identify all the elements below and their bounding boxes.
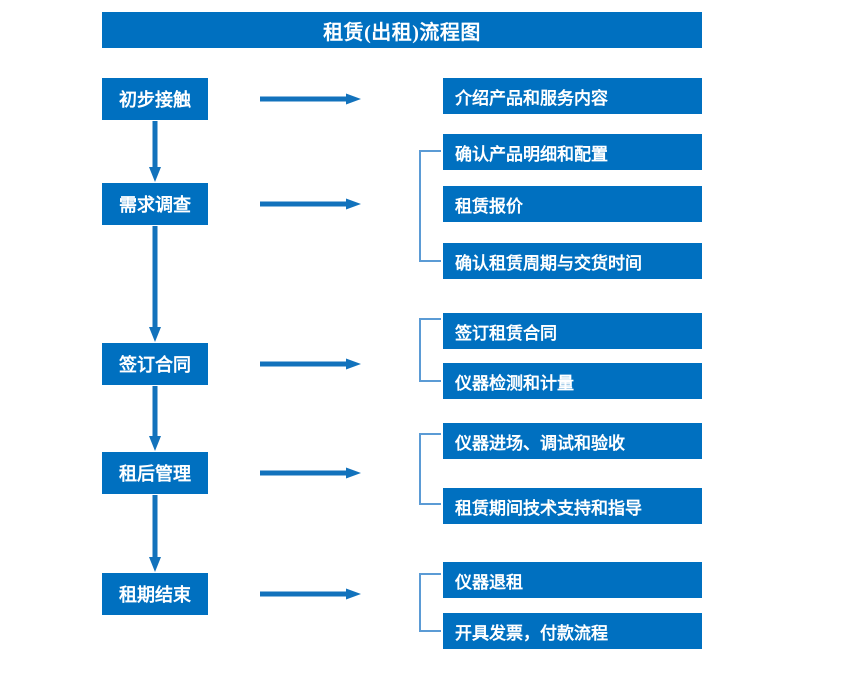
right-arrow-5: [260, 588, 361, 600]
down-arrow-4: [149, 495, 161, 572]
down-arrow-3: [149, 386, 161, 451]
down-arrow-1: [149, 121, 161, 182]
right-arrow-3: [260, 358, 361, 370]
right-arrow-2: [260, 198, 361, 210]
group-bracket-2: [419, 318, 441, 382]
stage-box-2[interactable]: 需求调查: [102, 183, 208, 225]
group-bracket-3: [419, 433, 441, 505]
down-arrow-2: [149, 226, 161, 342]
detail-box-2[interactable]: 确认产品明细和配置: [443, 134, 702, 170]
stage-box-1[interactable]: 初步接触: [102, 78, 208, 120]
stage-box-5[interactable]: 租期结束: [102, 573, 208, 615]
detail-box-10[interactable]: 开具发票，付款流程: [443, 613, 702, 649]
group-bracket-4: [419, 573, 441, 632]
group-bracket-1: [419, 150, 441, 262]
right-arrow-1: [260, 93, 361, 105]
right-arrow-4: [260, 467, 361, 479]
page-title: 租赁(出租)流程图: [102, 12, 702, 48]
detail-box-6[interactable]: 仪器检测和计量: [443, 363, 702, 399]
detail-box-1[interactable]: 介绍产品和服务内容: [443, 78, 702, 114]
detail-box-7[interactable]: 仪器进场、调试和验收: [443, 423, 702, 459]
detail-box-9[interactable]: 仪器退租: [443, 562, 702, 598]
detail-box-5[interactable]: 签订租赁合同: [443, 313, 702, 349]
stage-box-4[interactable]: 租后管理: [102, 452, 208, 494]
detail-box-4[interactable]: 确认租赁周期与交货时间: [443, 243, 702, 279]
detail-box-3[interactable]: 租赁报价: [443, 186, 702, 222]
detail-box-8[interactable]: 租赁期间技术支持和指导: [443, 488, 702, 524]
stage-box-3[interactable]: 签订合同: [102, 343, 208, 385]
